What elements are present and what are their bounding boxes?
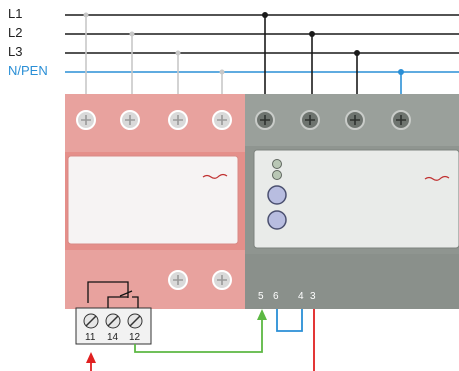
supply-lines (65, 14, 459, 73)
module-front-panel (253, 149, 459, 249)
module-top-terminals (255, 110, 411, 130)
junction-dot (262, 12, 268, 18)
arrow-up-icon (86, 352, 96, 363)
screw-slot-icon (125, 115, 135, 125)
contact-nc (132, 296, 139, 308)
junction-dot (83, 12, 89, 18)
screw-slot-icon (217, 275, 227, 285)
screw-slot-icon (107, 315, 119, 327)
arrow-up-icon (257, 309, 267, 320)
screw-slot-icon (217, 115, 227, 125)
spd-top-terminals (76, 110, 232, 130)
screw-slot-icon (260, 115, 270, 125)
label-npen: N/PEN (8, 63, 48, 78)
aux-terminal-number: 11 (85, 332, 96, 343)
module-tap-wires (264, 15, 402, 94)
junction-dot (398, 69, 404, 75)
screw-slot-icon (173, 275, 183, 285)
module-terminal-number: 5 (258, 291, 264, 302)
junction-dot (219, 69, 225, 75)
module-bottom-band (245, 254, 459, 309)
screw-slot-icon (396, 115, 406, 125)
contact-no (107, 296, 128, 308)
screw-slot-icon (81, 115, 91, 125)
aux-terminal-number: 12 (129, 332, 141, 343)
junction-dot (175, 50, 181, 56)
bridge-wire (276, 309, 303, 332)
test-button (267, 185, 287, 205)
screw-slot-icon (173, 115, 183, 125)
junction-dot (129, 31, 135, 37)
module-terminal-number: 3 (310, 291, 316, 302)
junction-dot (309, 31, 315, 37)
spd-bottom-terminals (168, 270, 232, 290)
status-led-1 (272, 159, 282, 169)
signal-wire-path (134, 318, 263, 353)
junction-dot (354, 50, 360, 56)
spd-front-panel (67, 155, 239, 245)
label-l3: L3 (8, 44, 23, 59)
aux-terminal-number: 14 (107, 332, 119, 343)
label-l2: L2 (8, 25, 23, 40)
status-led-2 (272, 170, 282, 180)
screw-slot-icon (350, 115, 360, 125)
reset-button (267, 210, 287, 230)
spd-logo (202, 173, 228, 179)
feed-wires (86, 309, 315, 371)
screw-slot-icon (129, 315, 141, 327)
contact-switch (119, 290, 133, 297)
label-l1: L1 (8, 6, 23, 21)
screw-slot-icon (305, 115, 315, 125)
module-terminal-number: 6 (273, 291, 279, 302)
contact-common (87, 281, 129, 303)
module-logo (424, 175, 450, 181)
signal-wire (134, 309, 267, 353)
aux-contact-block (75, 281, 152, 345)
module-terminal-number: 4 (298, 291, 304, 302)
screw-slot-icon (85, 315, 97, 327)
spd-tap-wires (85, 15, 223, 94)
